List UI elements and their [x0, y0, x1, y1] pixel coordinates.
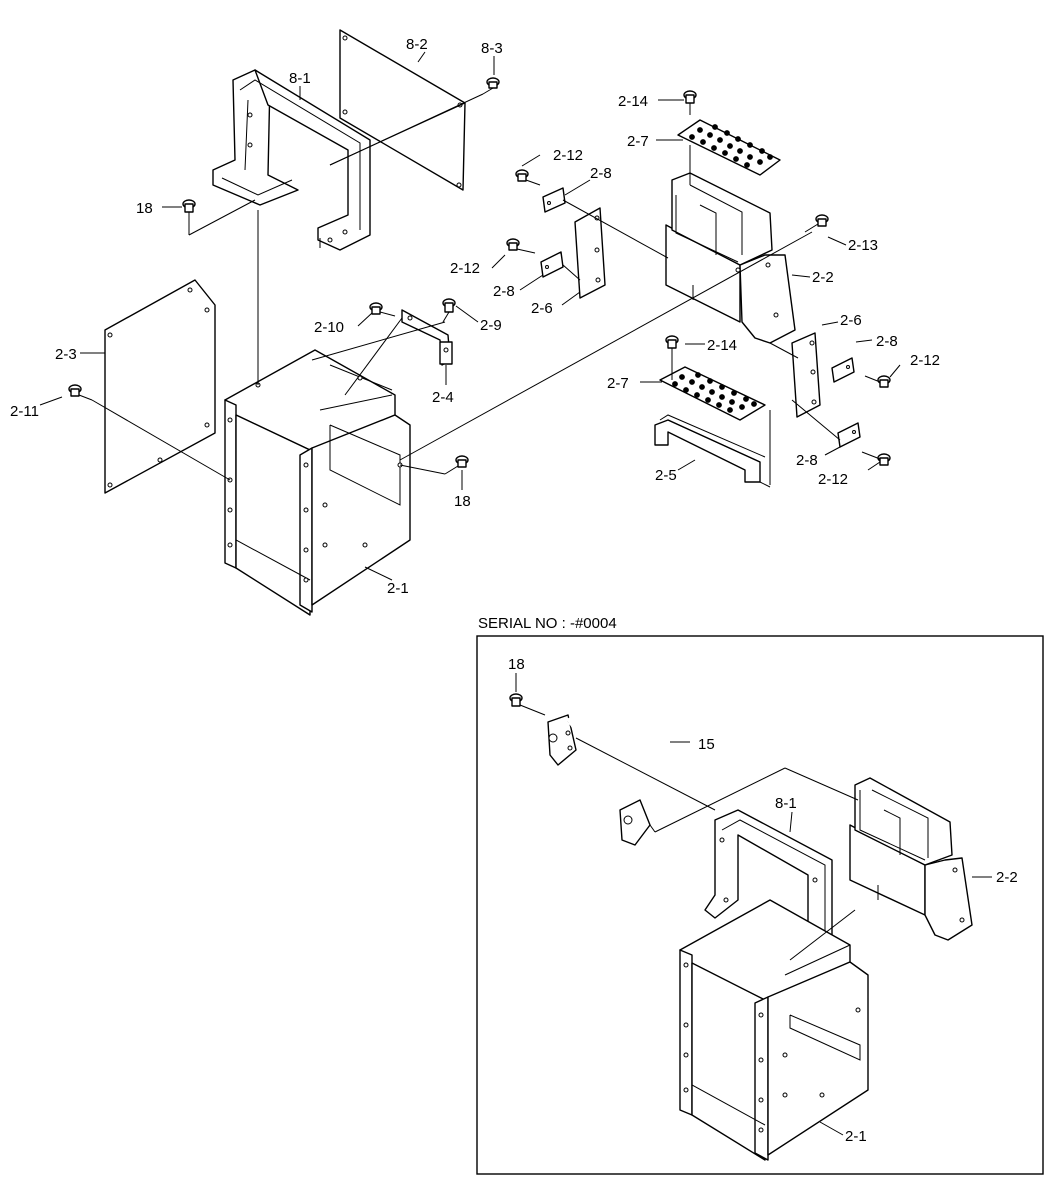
label-2-14-lower: 2-14 — [707, 337, 737, 354]
label-8-1: 8-1 — [289, 70, 311, 87]
label-2-6-left: 2-6 — [531, 300, 553, 317]
bolt-2-13 — [804, 214, 829, 233]
label-2-12-a: 2-12 — [553, 147, 583, 164]
bolt-2-10 — [369, 302, 396, 317]
shim-2-8-b — [540, 251, 564, 278]
label-2-11: 2-11 — [10, 403, 39, 420]
label-18-top: 18 — [136, 200, 153, 217]
bolt-2-14-top — [683, 90, 697, 115]
bolt-18-middle — [444, 455, 469, 475]
bracket-8-1 — [212, 69, 371, 251]
label-2-12-b: 2-12 — [450, 260, 480, 277]
inset-assembly-lines — [575, 737, 859, 961]
bolt-2-12-c — [864, 375, 891, 388]
step-box-2-2 — [665, 172, 796, 344]
label-2-5: 2-5 — [655, 467, 677, 484]
label-2-4: 2-4 — [432, 389, 454, 406]
label-2-2-inset: 2-2 — [996, 869, 1018, 886]
label-2-10: 2-10 — [314, 319, 344, 336]
label-2-1-main: 2-1 — [387, 580, 409, 597]
label-2-8-c: 2-8 — [876, 333, 898, 350]
handrail-15 — [547, 671, 674, 846]
label-15: 15 — [698, 736, 715, 753]
label-2-8-a: 2-8 — [590, 165, 612, 182]
step-frame-2-5 — [654, 414, 766, 483]
label-2-7-lower: 2-7 — [607, 375, 629, 392]
bolt-2-12-a — [515, 169, 541, 186]
shim-2-8-a — [542, 187, 566, 213]
serial-title: SERIAL NO : -#0004 — [478, 615, 617, 632]
label-2-13: 2-13 — [848, 237, 878, 254]
label-2-12-d: 2-12 — [818, 471, 848, 488]
label-2-7-top: 2-7 — [627, 133, 649, 150]
label-18-inset: 18 — [508, 656, 525, 673]
label-8-3: 8-3 — [481, 40, 503, 57]
label-2-14-top: 2-14 — [618, 93, 648, 110]
bolt-18-top — [182, 199, 196, 224]
label-2-2-top: 2-2 — [812, 269, 834, 286]
label-8-2: 8-2 — [406, 36, 428, 53]
label-2-12-c: 2-12 — [910, 352, 940, 369]
bolt-2-12-b — [506, 238, 536, 254]
bolt-18-inset — [509, 693, 546, 716]
label-leaders — [39, 51, 901, 581]
side-panel-2-3 — [104, 279, 216, 494]
label-8-1-inset: 8-1 — [775, 795, 797, 812]
label-2-6-right: 2-6 — [840, 312, 862, 329]
tread-2-7-lower — [659, 366, 766, 421]
shim-2-8-d — [837, 422, 861, 448]
plate-2-6-left — [574, 207, 606, 299]
label-2-1-inset: 2-1 — [845, 1128, 867, 1145]
bolt-2-11 — [68, 384, 93, 401]
shim-2-8-c — [831, 357, 855, 383]
main-box-2-1-inset — [679, 899, 869, 1161]
label-2-8-b: 2-8 — [493, 283, 515, 300]
latch-2-9 — [442, 298, 456, 323]
inset-frame — [476, 635, 1044, 1175]
main-box-2-1 — [224, 349, 411, 616]
bolt-2-14-lower — [665, 335, 679, 362]
bolt-2-12-d — [861, 451, 891, 466]
tread-2-7-top — [677, 119, 781, 176]
step-box-2-2-inset — [849, 777, 973, 941]
plate-2-6-right — [791, 332, 821, 418]
label-18-middle: 18 — [454, 493, 471, 510]
label-2-9: 2-9 — [480, 317, 502, 334]
label-2-8-d: 2-8 — [796, 452, 818, 469]
label-2-3: 2-3 — [55, 346, 77, 363]
bolt-8-3 — [482, 77, 500, 95]
bracket-2-4 — [401, 309, 453, 366]
assembly-lines — [91, 93, 841, 488]
